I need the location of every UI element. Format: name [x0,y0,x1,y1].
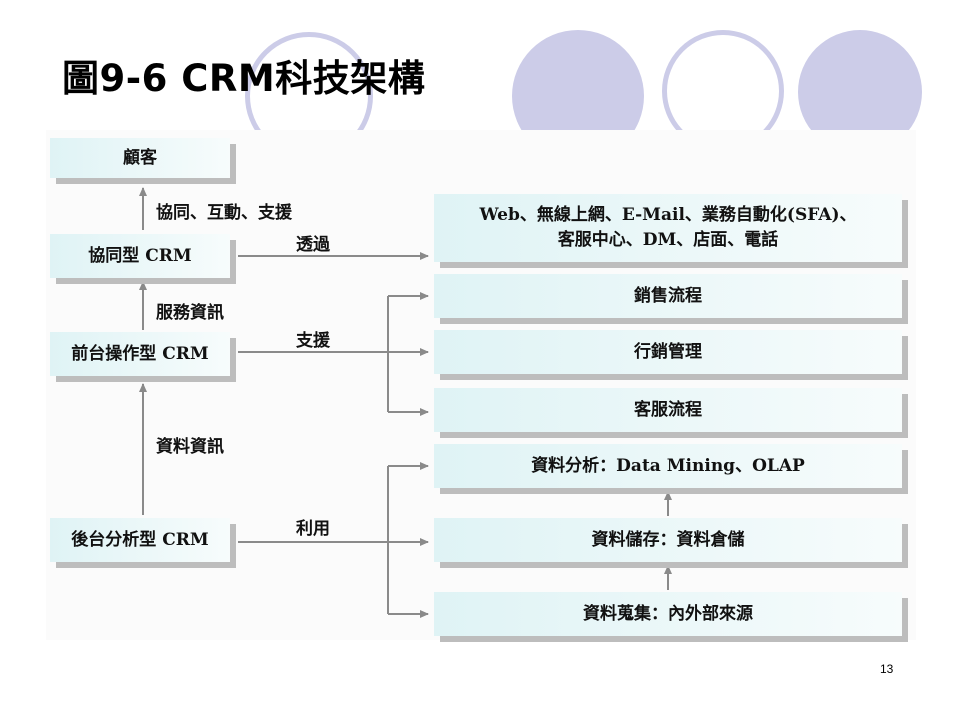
data-analysis-label: 資料分析：Data Mining、OLAP [531,455,805,476]
label-support: 支援 [296,331,330,351]
label-through: 透過 [296,235,330,255]
label-data-info: 資料資訊 [156,437,224,457]
collaborative-crm-label: 協同型 CRM [88,245,192,266]
data-collection-label: 資料蒐集：內外部來源 [583,603,753,624]
data-storage-box: 資料儲存：資料倉儲 [434,518,902,562]
label-service-info: 服務資訊 [156,303,224,323]
analytical-crm-label: 後台分析型 CRM [71,529,209,550]
sales-process-label: 銷售流程 [634,285,702,306]
slide-title: 圖9-6 CRM科技架構 [62,57,426,100]
service-process-label: 客服流程 [634,399,702,420]
marketing-management-label: 行銷管理 [634,341,702,362]
diagram-connectors [139,187,672,618]
label-utilize: 利用 [296,519,330,539]
label-collab-interact-support: 協同、互動、支援 [156,203,292,223]
operational-crm-box: 前台操作型 CRM [50,332,230,376]
crm-architecture-diagram: 顧客 協同型 CRM 前台操作型 CRM 後台分析型 CRM 協同、互動、支援 … [46,130,916,640]
customer-label: 顧客 [123,147,157,168]
service-process-box: 客服流程 [434,388,902,432]
channels-line-2: 客服中心、DM、店面、電話 [557,230,779,250]
data-collection-box: 資料蒐集：內外部來源 [434,592,902,636]
sales-process-box: 銷售流程 [434,274,902,318]
analytical-crm-box: 後台分析型 CRM [50,518,230,562]
operational-crm-label: 前台操作型 CRM [71,343,209,364]
data-analysis-box: 資料分析：Data Mining、OLAP [434,444,902,488]
customer-box: 顧客 [50,138,230,178]
marketing-management-box: 行銷管理 [434,330,902,374]
collaborative-crm-box: 協同型 CRM [50,234,230,278]
channels-box: Web、無線上網、E-Mail、業務自動化(SFA)、 客服中心、DM、店面、電… [434,194,902,262]
data-storage-label: 資料儲存：資料倉儲 [591,529,745,550]
page-number: 13 [880,662,894,676]
channels-line-1: Web、無線上網、E-Mail、業務自動化(SFA)、 [479,205,857,226]
